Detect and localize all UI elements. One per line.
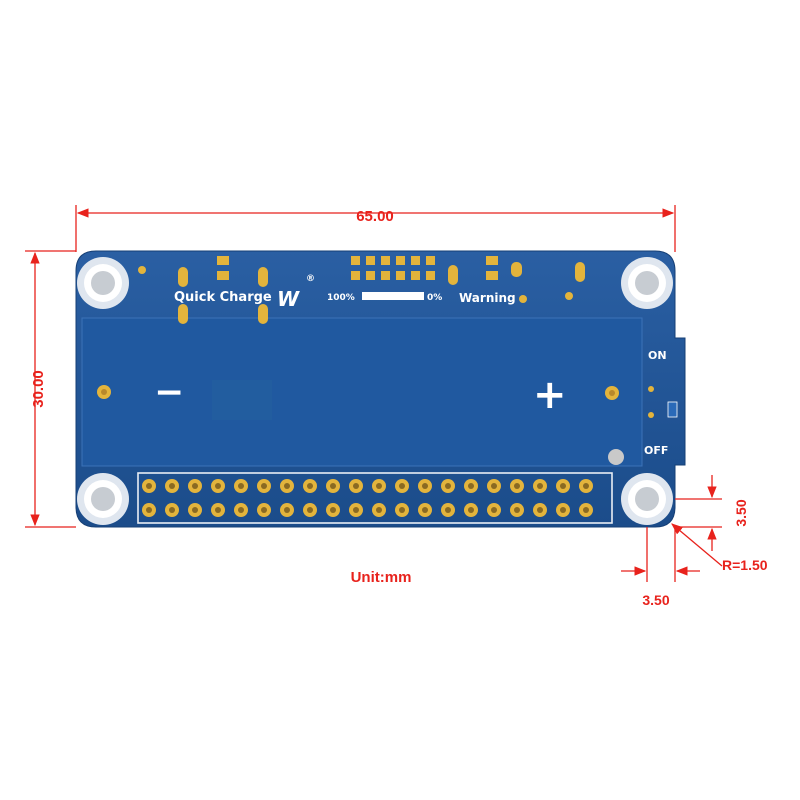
- level-empty-label: 0%: [427, 293, 442, 303]
- switch-on-label: ON: [648, 349, 667, 362]
- gpio-pin-hole: [491, 507, 497, 513]
- gpio-pin-hole: [353, 507, 359, 513]
- gpio-pin-hole: [399, 507, 405, 513]
- gpio-pin-hole: [537, 507, 543, 513]
- gpio-header: [142, 479, 593, 517]
- hole-offset-y-label: 3.50: [733, 499, 749, 526]
- gpio-pin-hole: [514, 483, 520, 489]
- width-dimension-label: 65.00: [356, 208, 394, 225]
- gpio-pin-hole: [330, 483, 336, 489]
- quick-charge-label: Quick Charge: [174, 290, 272, 305]
- gpio-pin-hole: [468, 483, 474, 489]
- plus-symbol: +: [533, 372, 567, 418]
- gpio-pin-hole: [307, 483, 313, 489]
- hole-offset-x-label: 3.50: [642, 592, 669, 608]
- warning-label: Warning: [459, 291, 516, 305]
- gpio-pin-hole: [284, 507, 290, 513]
- battery-area: [81, 317, 643, 467]
- mounting-hole-top-left: [77, 257, 129, 309]
- mounting-hole-top-right: [621, 257, 673, 309]
- gpio-pin-hole: [192, 507, 198, 513]
- pcb-board: [75, 250, 686, 528]
- gpio-pin-hole: [537, 483, 543, 489]
- gpio-pin-hole: [399, 483, 405, 489]
- gpio-pin-hole: [215, 507, 221, 513]
- battery-contact-pads: [97, 385, 619, 400]
- gpio-pin-hole: [353, 483, 359, 489]
- gpio-pin-hole: [261, 483, 267, 489]
- registered-mark: ®: [306, 274, 315, 284]
- gpio-pin-hole: [422, 507, 428, 513]
- height-dimension-label: 30.00: [30, 370, 47, 408]
- gpio-pin-hole: [514, 507, 520, 513]
- gpio-pin-hole: [192, 483, 198, 489]
- gpio-pin-hole: [284, 483, 290, 489]
- width-dimension: [75, 205, 676, 252]
- logo-icon: W: [277, 287, 300, 311]
- unit-label: Unit:mm: [351, 569, 412, 586]
- level-full-label: 100%: [327, 293, 355, 303]
- gpio-pin-hole: [583, 483, 589, 489]
- gpio-pin-hole: [376, 483, 382, 489]
- gpio-pin-hole: [238, 507, 244, 513]
- test-pad: [608, 449, 624, 465]
- mounting-hole-bottom-right: [621, 473, 673, 525]
- gpio-pin-hole: [238, 483, 244, 489]
- gpio-pin-hole: [445, 483, 451, 489]
- gpio-pin-hole: [215, 483, 221, 489]
- gpio-pin-hole: [468, 507, 474, 513]
- hole-offset-y-dimension: [675, 475, 722, 551]
- minus-symbol: −: [154, 372, 184, 413]
- mounting-hole-bottom-left: [77, 473, 129, 525]
- height-dimension: [25, 250, 76, 528]
- gpio-pin-hole: [560, 483, 566, 489]
- switch-off-label: OFF: [644, 444, 668, 457]
- hole-offset-x-dimension: [621, 527, 700, 582]
- battery-level-bar: [362, 292, 424, 300]
- corner-radius-leader: [671, 523, 723, 567]
- top-pads: [138, 256, 654, 418]
- gpio-pin-hole: [583, 507, 589, 513]
- gpio-header-outline: [137, 472, 613, 524]
- gpio-pin-hole: [169, 507, 175, 513]
- gpio-pin-hole: [560, 507, 566, 513]
- gpio-pin-hole: [330, 507, 336, 513]
- gpio-pin-hole: [491, 483, 497, 489]
- gpio-pin-hole: [169, 483, 175, 489]
- gpio-pin-hole: [445, 507, 451, 513]
- gpio-pin-hole: [422, 483, 428, 489]
- gpio-pin-hole: [376, 507, 382, 513]
- power-switch: [667, 401, 678, 418]
- gpio-pin-hole: [146, 507, 152, 513]
- led-indicator-pads: [351, 256, 435, 280]
- gpio-pin-hole: [261, 507, 267, 513]
- corner-radius-label: R=1.50: [722, 557, 768, 573]
- gpio-pin-hole: [146, 483, 152, 489]
- gpio-pin-hole: [307, 507, 313, 513]
